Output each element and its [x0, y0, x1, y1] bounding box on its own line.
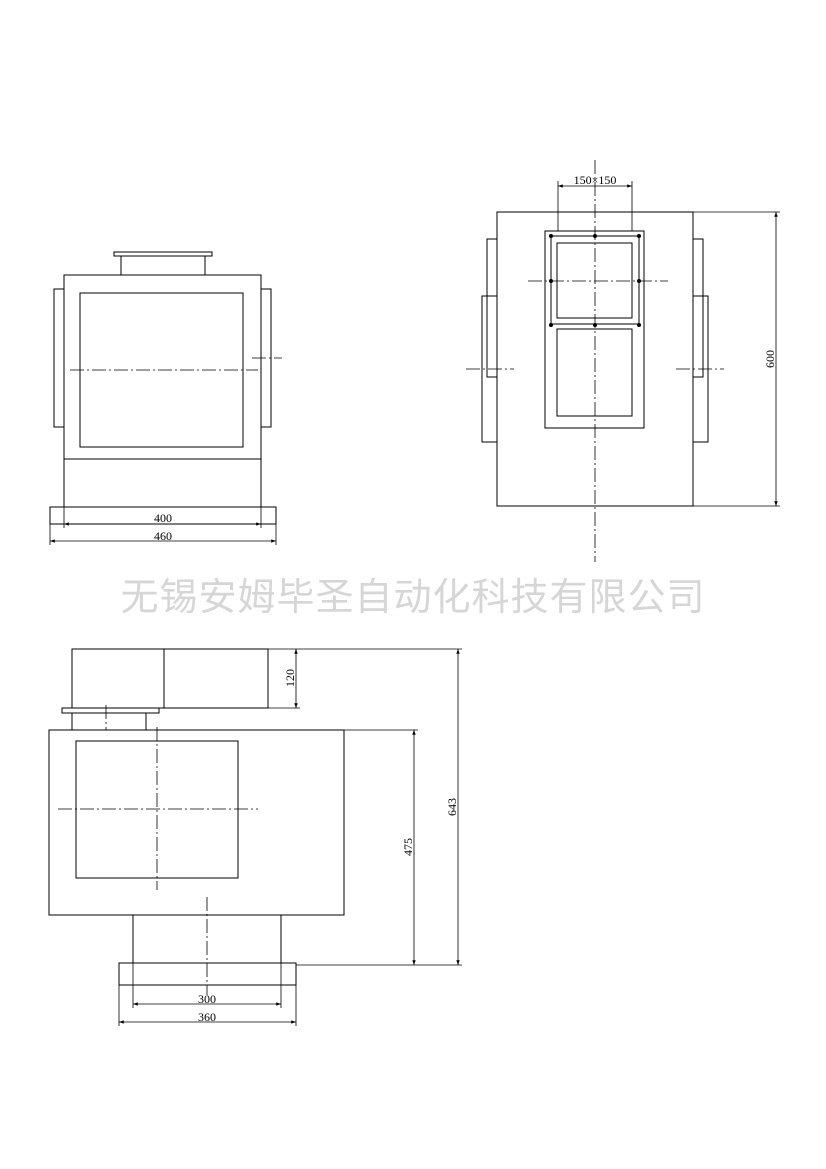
side-view: 120 475 643 300 360 [48, 648, 462, 1026]
front-top-neck [120, 255, 206, 276]
top-port-lower [556, 328, 633, 417]
top-port-frame [544, 230, 645, 429]
front-left-tab [53, 288, 65, 428]
side-dim-475-label: 475 [401, 838, 415, 856]
front-dim-400-label: 400 [154, 511, 172, 525]
top-dim-600-label: 600 [763, 350, 777, 368]
side-dim-360-label: 360 [198, 1010, 216, 1024]
side-dim-300-label: 300 [198, 992, 216, 1006]
top-port-upper [556, 242, 633, 319]
side-dim-643-label: 643 [445, 798, 459, 816]
side-neck [71, 712, 147, 731]
side-body [48, 729, 345, 916]
side-upper-box-right [163, 648, 269, 709]
top-right-tab-outer [692, 238, 704, 378]
side-base-plate [118, 962, 297, 986]
front-dim-460-label: 460 [154, 529, 172, 543]
side-upper-box-left [71, 648, 165, 709]
side-dim-120-label: 120 [283, 669, 297, 687]
front-top-flange [113, 251, 213, 257]
company-watermark: 无锡安姆毕圣自动化科技有限公司 [120, 575, 706, 619]
front-body [63, 274, 262, 460]
top-view: 150×150 600 [466, 160, 780, 562]
side-flange [61, 707, 160, 714]
front-view: 400 460 [49, 251, 282, 545]
top-dim-port-label: 150×150 [574, 173, 617, 187]
front-lower-body [63, 458, 262, 508]
top-left-tab-outer [486, 238, 498, 378]
